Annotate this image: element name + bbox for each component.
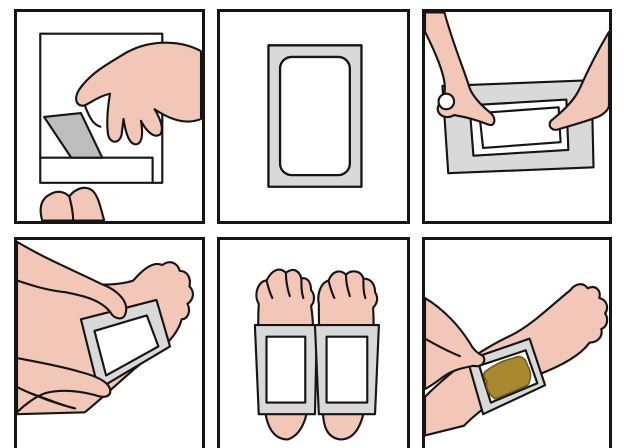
- step-1-peel-backing-panel: [14, 9, 205, 224]
- step-4-stick-to-sole-panel: [14, 237, 205, 448]
- peel-backing-illustration: [17, 12, 202, 221]
- right-foot: [315, 271, 379, 439]
- used-patch-illustration: [425, 240, 609, 448]
- left-hand: [425, 12, 494, 125]
- step-3-apply-adhesive-panel: [422, 9, 612, 224]
- step-2-patch-panel: [217, 9, 410, 224]
- left-patch: [267, 337, 306, 403]
- patch-illustration: [220, 12, 407, 221]
- right-patch: [327, 337, 368, 403]
- left-foot: [255, 270, 317, 440]
- both-feet-illustration: [220, 240, 407, 448]
- apply-adhesive-illustration: [425, 12, 609, 221]
- step-5-both-feet-panel: [217, 237, 410, 448]
- stick-to-sole-illustration: [17, 240, 202, 448]
- step-6-used-patch-panel: [422, 237, 612, 448]
- patch-pad: [280, 57, 350, 175]
